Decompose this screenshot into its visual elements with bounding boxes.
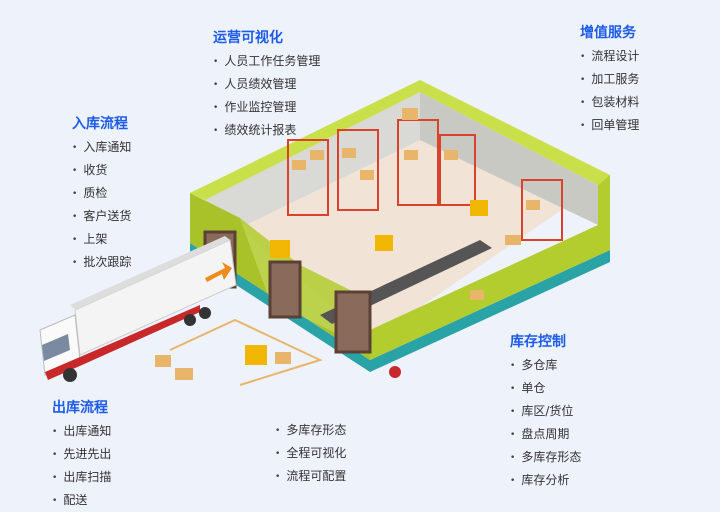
section-title: 库存控制 [510, 334, 566, 350]
dock-door-2 [268, 260, 302, 319]
forklift [270, 240, 290, 258]
list-item: 多仓库 [510, 354, 581, 377]
list-item: 批次跟踪 [72, 251, 131, 274]
list-item: 加工服务 [580, 68, 639, 91]
inbound-section: 入库流程 入库通知 收货 质检 客户送货 上架 批次跟踪 [72, 114, 131, 274]
dock-door-3 [334, 290, 372, 354]
value-added-section: 增值服务 流程设计 加工服务 包装材料 回单管理 [580, 23, 639, 137]
features-section: 多库存形态 全程可视化 流程可配置 [275, 419, 346, 488]
list-item: 作业监控管理 [213, 96, 320, 119]
forklift [375, 235, 393, 251]
list-item: 先进先出 [52, 443, 111, 466]
forklift [245, 345, 267, 365]
list-item: 出库通知 [52, 420, 111, 443]
forklift [470, 200, 488, 216]
list-item: 多库存形态 [510, 446, 581, 469]
section-title: 运营可视化 [213, 30, 283, 46]
list-item: 库存分析 [510, 469, 581, 492]
list-item: 客户送货 [72, 205, 131, 228]
path-line [169, 318, 323, 386]
wall-top-right [420, 80, 610, 185]
list-item: 包装材料 [580, 91, 639, 114]
list-item: 单仓 [510, 377, 581, 400]
storage-racks [287, 119, 563, 241]
list-item: 流程设计 [580, 45, 639, 68]
list-item: 质检 [72, 182, 131, 205]
list-item: 绩效统计报表 [213, 119, 320, 142]
list-item: 盘点周期 [510, 423, 581, 446]
list-item: 库区/货位 [510, 400, 581, 423]
list-item: 人员绩效管理 [213, 73, 320, 96]
list-item: 配送 [52, 489, 111, 512]
boxes [155, 108, 540, 380]
outbound-section: 出库流程 出库通知 先进先出 出库扫描 配送 [52, 398, 111, 512]
front-wall-right [370, 175, 610, 360]
inventory-control-section: 库存控制 多仓库 单仓 库区/货位 盘点周期 多库存形态 库存分析 [510, 332, 581, 492]
list-item: 出库扫描 [52, 466, 111, 489]
list-item: 入库通知 [72, 136, 131, 159]
list-item: 收货 [72, 159, 131, 182]
section-title: 增值服务 [580, 25, 636, 41]
list-item: 全程可视化 [275, 442, 346, 465]
section-title: 出库流程 [52, 400, 108, 416]
list-item: 上架 [72, 228, 131, 251]
truck [39, 236, 237, 382]
list-item: 回单管理 [580, 114, 639, 137]
barrel [389, 366, 401, 378]
ops-visualization-section: 运营可视化 人员工作任务管理 人员绩效管理 作业监控管理 绩效统计报表 [213, 28, 320, 142]
section-title: 入库流程 [72, 116, 128, 132]
back-wall-right [420, 92, 598, 225]
list-item: 多库存形态 [275, 419, 346, 442]
list-item: 人员工作任务管理 [213, 50, 320, 73]
list-item: 流程可配置 [275, 465, 346, 488]
